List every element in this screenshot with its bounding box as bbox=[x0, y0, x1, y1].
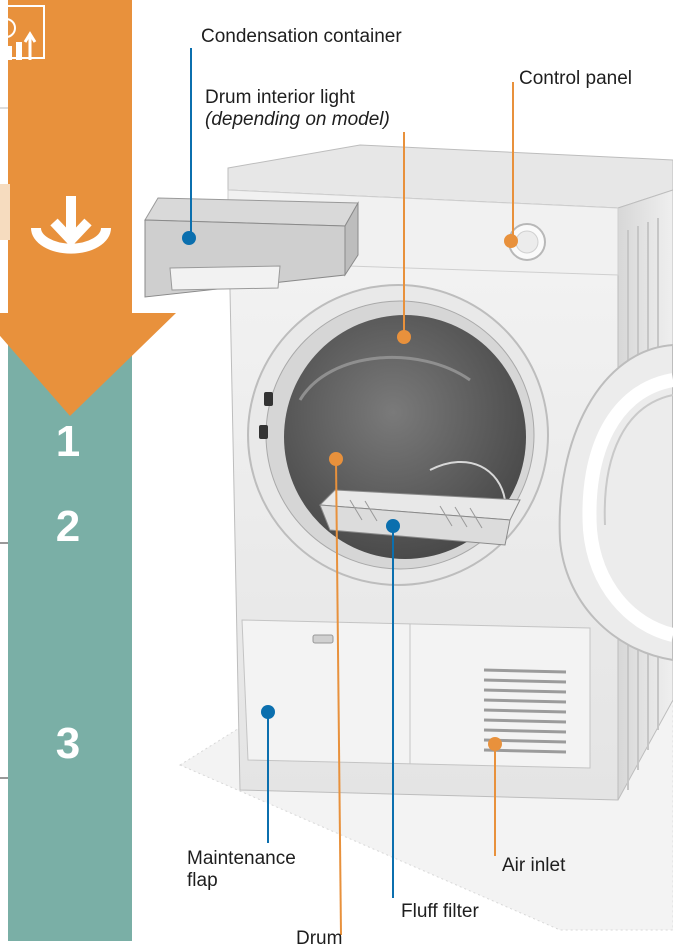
label-maintenance-flap: Maintenance flap bbox=[187, 848, 296, 892]
label-drum-light-note: (depending on model) bbox=[205, 109, 390, 131]
callout-dot-control-panel[interactable] bbox=[504, 234, 518, 248]
callout-dot-maintenance-flap[interactable] bbox=[261, 705, 275, 719]
callout-dot-condensation[interactable] bbox=[182, 231, 196, 245]
callout-dot-drum-light[interactable] bbox=[397, 330, 411, 344]
callout-dot-fluff-filter[interactable] bbox=[386, 519, 400, 533]
label-drum-light: Drum interior light (depending on model) bbox=[205, 87, 390, 131]
lower-panel bbox=[242, 620, 590, 768]
callout-dot-drum[interactable] bbox=[329, 452, 343, 466]
label-condensation-container: Condensation container bbox=[201, 26, 402, 48]
label-drum-light-title: Drum interior light bbox=[205, 87, 355, 108]
label-air-inlet: Air inlet bbox=[502, 855, 565, 877]
label-fluff-filter: Fluff filter bbox=[401, 901, 479, 923]
callout-dot-air-inlet[interactable] bbox=[488, 737, 502, 751]
label-drum: Drum bbox=[296, 928, 342, 950]
label-control-panel: Control panel bbox=[519, 68, 632, 90]
